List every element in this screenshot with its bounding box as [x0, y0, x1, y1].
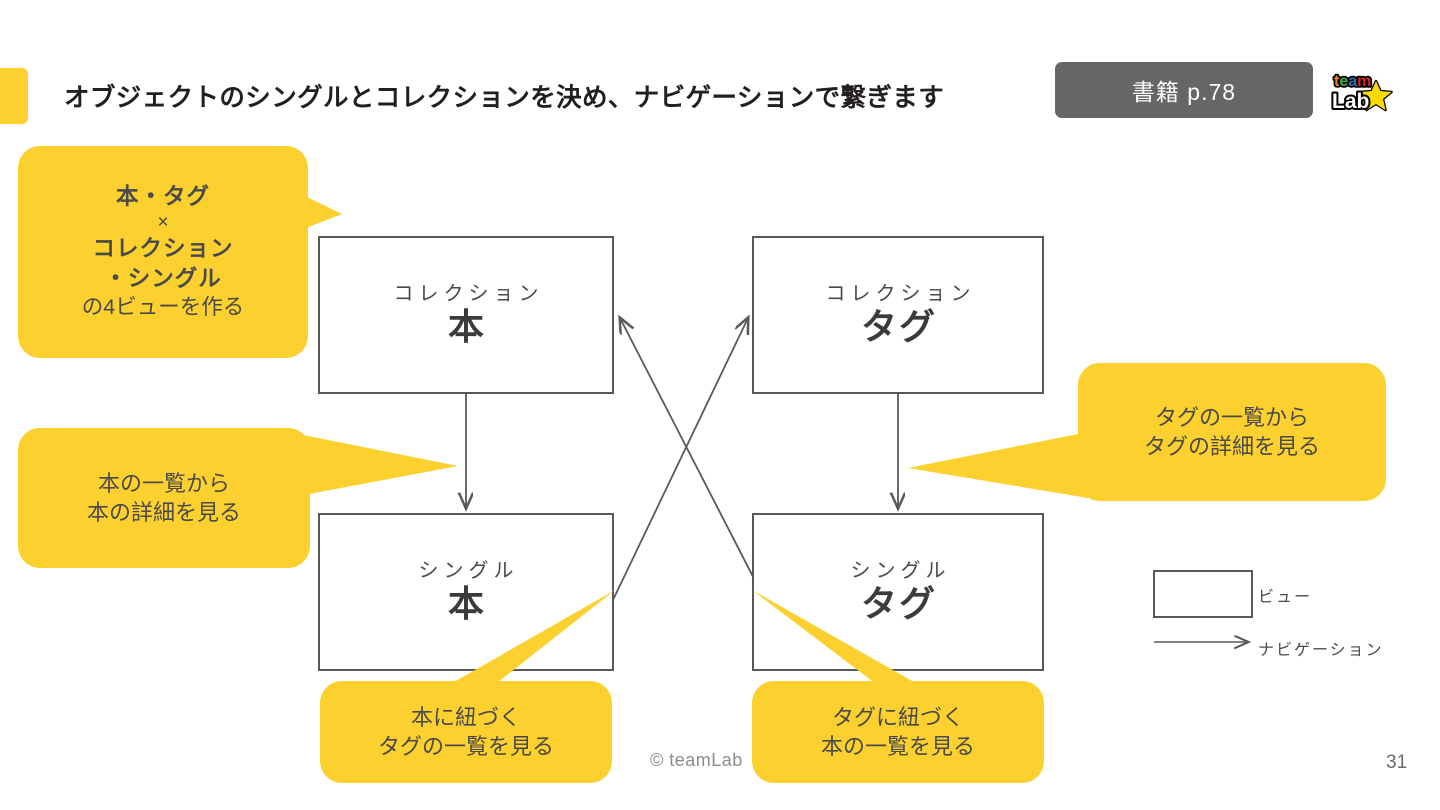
callout-line: 本の詳細を見る — [86, 500, 241, 525]
view-box-kind: シングル — [850, 560, 951, 583]
callout-tag-books-tail — [752, 590, 928, 690]
callout-book-detail-tail — [288, 432, 458, 498]
source-reference-chip: 書籍 p.78 — [1055, 62, 1313, 118]
view-box-name: タグ — [860, 583, 937, 625]
callout-line: コレクション — [92, 235, 234, 261]
svg-text:team: team — [1334, 73, 1371, 90]
callout-line: タグに紐づく — [831, 704, 964, 730]
view-box-kind: コレクション — [825, 283, 976, 306]
svg-text:t: t — [1334, 73, 1340, 90]
callout-tag-books: タグに紐づく 本の一覧を見る — [752, 681, 1044, 783]
view-box-single-tag[interactable]: シングル タグ — [752, 513, 1044, 671]
legend-view-label: ビュー — [1258, 589, 1313, 606]
teamlab-logo: team t team Lab Lab — [1330, 71, 1393, 115]
legend-navigation-label: ナビゲーション — [1258, 642, 1384, 659]
callout-book-tags-tail — [440, 590, 615, 690]
callout-tag-detail-tail — [908, 432, 1088, 498]
view-box-collection-book[interactable]: コレクション 本 — [318, 236, 614, 394]
callout-line: 本の一覧から — [97, 470, 230, 496]
callout-line: タグの一覧を見る — [377, 734, 554, 759]
source-reference-label: 書籍 p.78 — [1131, 79, 1237, 105]
view-box-name: タグ — [860, 306, 937, 348]
callout-line: 本に紐づく — [410, 704, 521, 730]
copyright-text: © teamLab — [650, 750, 743, 770]
callout-book-tags: 本に紐づく タグの一覧を見る — [320, 681, 612, 783]
view-box-name: 本 — [447, 306, 486, 348]
callout-line: 本・タグ — [115, 184, 210, 210]
callout-tag-detail: タグの一覧から タグの詳細を見る — [1078, 363, 1386, 501]
view-box-single-book[interactable]: シングル 本 — [318, 513, 614, 671]
page-title: オブジェクトのシングルとコレクションを決め、ナビゲーションで繋ぎます — [64, 84, 945, 112]
callout-four-views: 本・タグ × コレクション ・シングル の4ビューを作る — [18, 146, 308, 358]
callout-book-detail: 本の一覧から 本の詳細を見る — [18, 428, 310, 568]
page-number: 31 — [1386, 752, 1408, 773]
callout-line: の4ビューを作る — [81, 295, 245, 320]
title-accent-bar — [0, 68, 28, 124]
callout-line: 本の一覧を見る — [820, 734, 975, 759]
view-box-kind: シングル — [418, 560, 519, 583]
callout-line: × — [157, 212, 169, 234]
legend-view-swatch — [1153, 570, 1253, 618]
view-box-collection-tag[interactable]: コレクション タグ — [752, 236, 1044, 394]
callout-line: タグの一覧から — [1154, 404, 1309, 430]
callout-line: タグの詳細を見る — [1143, 434, 1320, 459]
legend-navigation-arrow-icon — [1154, 630, 1262, 654]
svg-text:Lab: Lab — [1332, 90, 1369, 113]
view-box-kind: コレクション — [393, 283, 544, 306]
view-box-name: 本 — [447, 583, 486, 625]
svg-text:Lab: Lab — [1332, 90, 1369, 113]
callout-line: ・シングル — [104, 265, 222, 291]
svg-text:team: team — [1334, 73, 1371, 90]
